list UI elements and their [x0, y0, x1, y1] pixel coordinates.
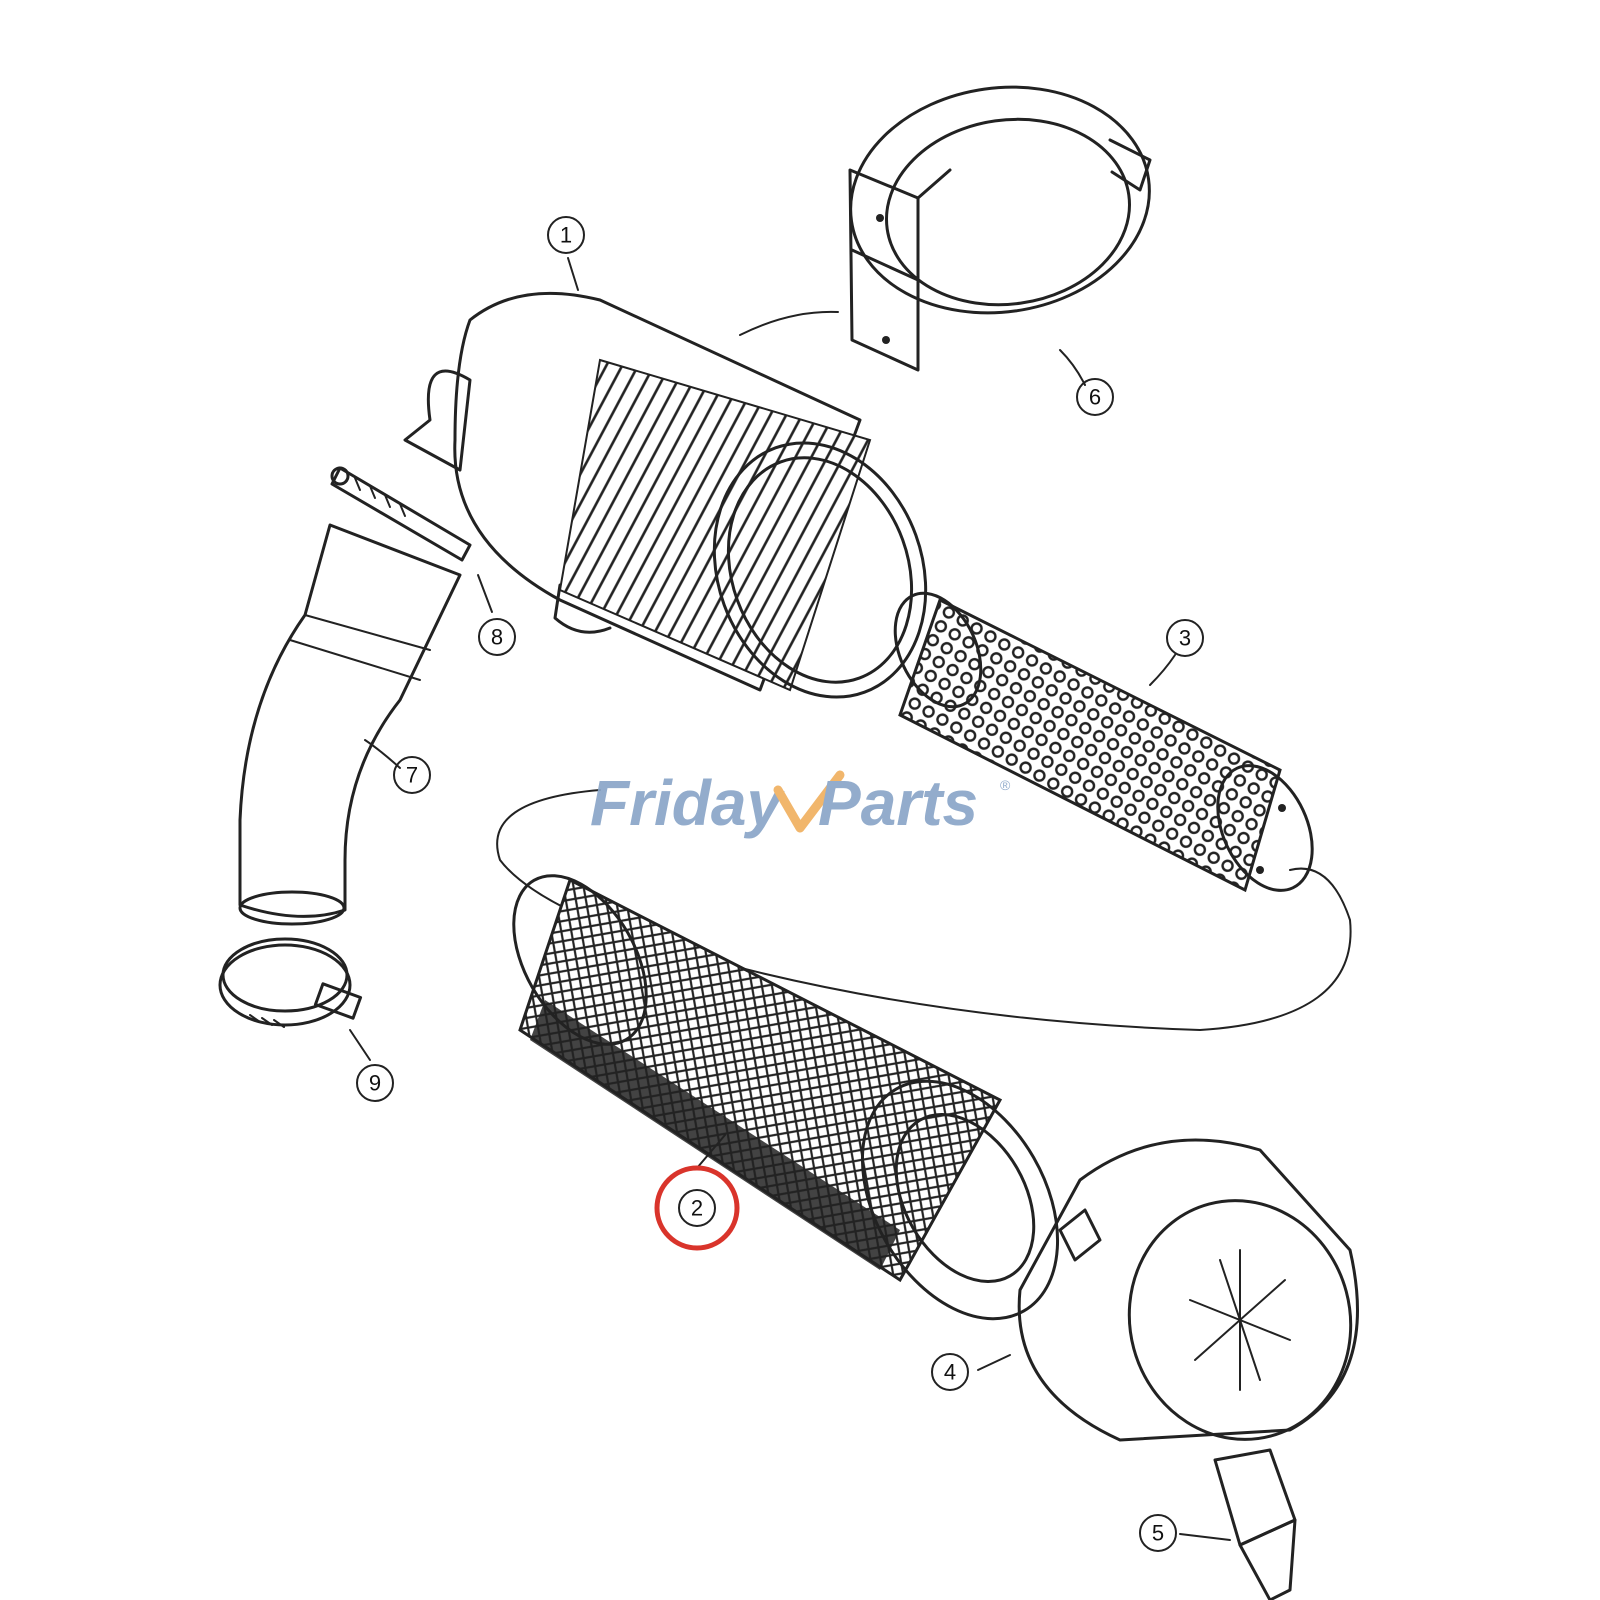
callout-circle — [1139, 1514, 1177, 1552]
watermark-brand-part2: Parts — [818, 767, 978, 839]
watermark-brand-part1: Friday — [590, 767, 785, 839]
vacuator-valve-part-5 — [1213, 1448, 1297, 1600]
safety-element-part-3 — [893, 591, 1314, 893]
callout-label: 8 — [491, 625, 503, 650]
callout-circle — [678, 1189, 716, 1227]
callout-8[interactable]: 8 — [478, 618, 516, 656]
callout-circle — [547, 216, 585, 254]
callout-label: 7 — [406, 763, 418, 788]
callout-label: 4 — [944, 1360, 956, 1385]
callout-label: 3 — [1179, 626, 1191, 651]
elbow-hose-part-7 — [238, 523, 462, 926]
o-ring-seal — [496, 789, 1352, 1031]
callout-circle — [931, 1353, 969, 1391]
checkmark-icon — [773, 770, 845, 833]
callout-2[interactable]: 2 — [654, 1165, 740, 1251]
indicator-rod-part-8 — [330, 466, 472, 562]
callout-label: 5 — [1152, 1521, 1164, 1546]
callout-5[interactable]: 5 — [1139, 1514, 1177, 1552]
callout-circle — [478, 618, 516, 656]
callout-6[interactable]: 6 — [1076, 378, 1114, 416]
callout-9[interactable]: 9 — [356, 1064, 394, 1102]
callout-3[interactable]: 3 — [1166, 619, 1204, 657]
leader-lines — [349, 257, 1231, 1541]
callout-circle — [1076, 378, 1114, 416]
cover-part-4 — [1017, 1138, 1359, 1442]
mounting-band-part-6 — [848, 85, 1152, 372]
callout-circle — [1166, 619, 1204, 657]
primary-filter-part-2 — [512, 874, 1060, 1321]
callout-label: 6 — [1089, 385, 1101, 410]
registered-mark: ® — [1000, 777, 1011, 793]
callout-7[interactable]: 7 — [393, 756, 431, 794]
callout-label: 1 — [560, 223, 572, 248]
callout-4[interactable]: 4 — [931, 1353, 969, 1391]
air-cleaner-housing-part-1 — [403, 291, 928, 699]
callout-label: 2 — [691, 1196, 703, 1221]
callout-circle — [393, 756, 431, 794]
callout-label: 9 — [369, 1071, 381, 1096]
watermark-logo: Friday Parts ® — [590, 767, 1011, 839]
hose-clamp-part-9 — [218, 937, 363, 1028]
clamp-link-curve — [739, 310, 839, 336]
callout-circle — [356, 1064, 394, 1102]
highlight-ring — [654, 1165, 740, 1251]
callout-1[interactable]: 1 — [547, 216, 585, 254]
